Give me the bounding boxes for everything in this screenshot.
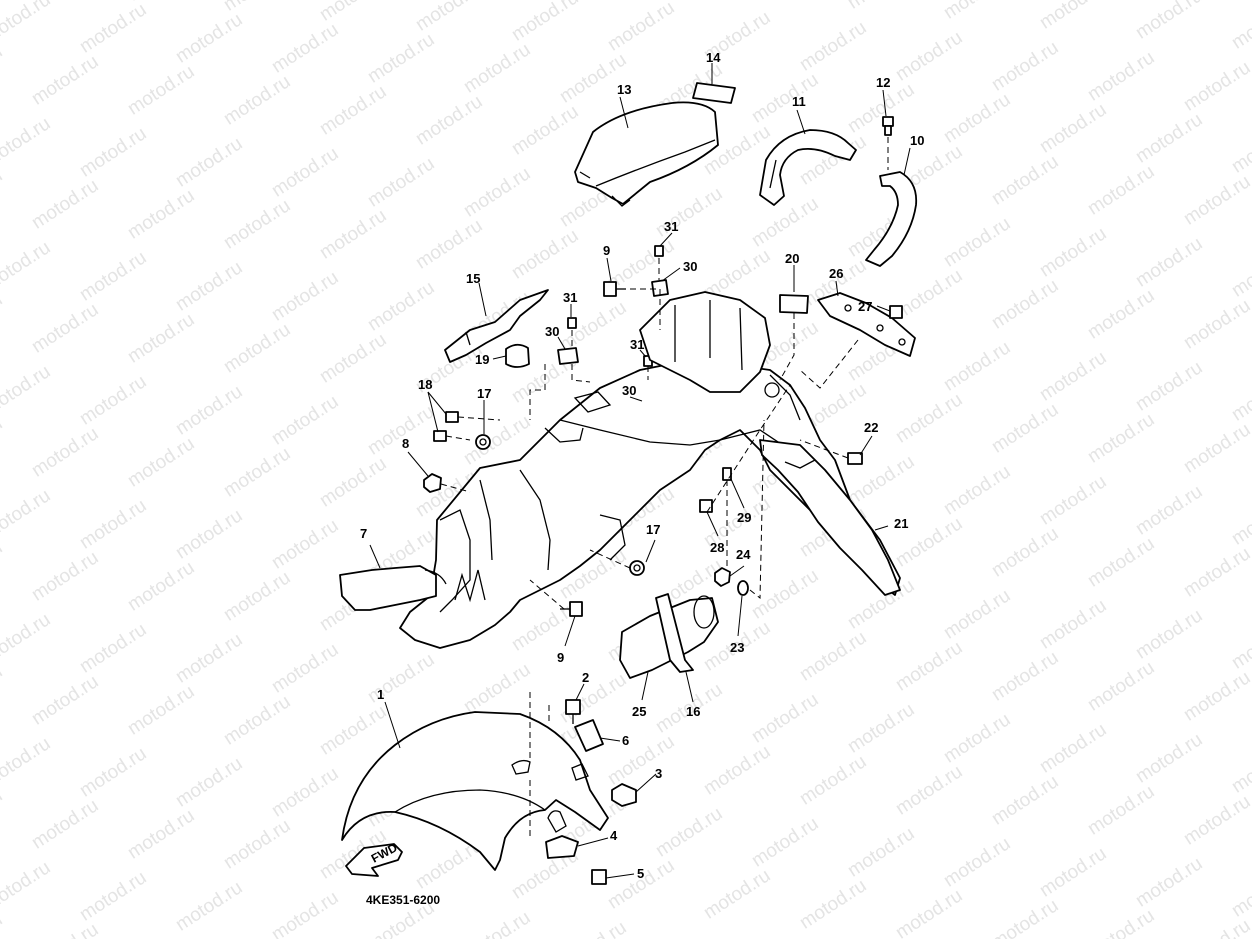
part-21-fender-panel (759, 439, 901, 596)
callout-9-top: 9 (603, 243, 610, 258)
callout-24: 24 (736, 547, 751, 562)
part-5-bolt (591, 869, 607, 885)
leader-lines (369, 63, 911, 879)
part-4-clamp (545, 810, 579, 859)
part-17-grommet-upper (475, 434, 491, 450)
part-8-nut (423, 473, 442, 493)
part-7-mud-flap (339, 565, 447, 611)
callout-9-lower: 9 (557, 650, 564, 665)
callout-labels: 13 14 11 12 10 31 30 9 31 30 15 19 31 30… (360, 50, 924, 907)
callout-2: 2 (582, 670, 589, 685)
callout-26: 26 (829, 266, 843, 281)
callout-13: 13 (617, 82, 631, 97)
part-26-plate (817, 292, 916, 357)
callout-18: 18 (418, 377, 432, 392)
callout-3: 3 (655, 766, 662, 781)
part-27-screw (889, 305, 903, 319)
callout-5: 5 (637, 866, 644, 881)
part-12-bolt (882, 116, 894, 170)
callout-15: 15 (466, 271, 480, 286)
part-24-nut (714, 567, 731, 587)
callout-14: 14 (706, 50, 721, 65)
part-17-grommet-lower (629, 560, 645, 576)
part-13-seat-cover (574, 101, 719, 207)
front-arrow-icon: FWD (345, 840, 403, 877)
callout-17-upper: 17 (477, 386, 491, 401)
callout-30-low: 30 (622, 383, 636, 398)
part-29-bolt (722, 467, 732, 481)
part-1-front-fender (341, 711, 609, 871)
part-9-bolt-upper (603, 281, 626, 297)
callout-31-low: 31 (630, 337, 644, 352)
callout-6: 6 (622, 733, 629, 748)
part-2-bolt (529, 692, 581, 760)
callout-22: 22 (864, 420, 878, 435)
part-14-sticker (692, 82, 736, 104)
callout-16: 16 (686, 704, 700, 719)
callout-7: 7 (360, 526, 367, 541)
part-3-nut (611, 783, 637, 807)
callout-31-mid: 31 (563, 290, 577, 305)
callout-19: 19 (475, 352, 489, 367)
callout-20: 20 (785, 251, 799, 266)
part-15-bracket (444, 289, 549, 363)
callout-11: 11 (792, 94, 806, 109)
part-16-band (655, 593, 694, 673)
callout-25: 25 (632, 704, 646, 719)
part-28-collar (699, 499, 713, 513)
drawing-code: 4KE351-6200 (366, 893, 440, 907)
callout-17-lower: 17 (646, 522, 660, 537)
callout-1: 1 (377, 687, 384, 702)
part-20-pad (779, 294, 809, 314)
part-11-grab-handle (759, 129, 857, 206)
callout-8: 8 (402, 436, 409, 451)
part-10-grab-bar (865, 171, 918, 267)
callout-31-top: 31 (664, 219, 678, 234)
part-9-bolt-lower (560, 601, 583, 617)
assembly-lines (440, 288, 859, 840)
part-6-decal (574, 719, 604, 752)
callout-29: 29 (737, 510, 751, 525)
callout-23: 23 (730, 640, 744, 655)
part-19-clamp (505, 343, 530, 368)
callout-21: 21 (894, 516, 908, 531)
part-22-bolt (847, 452, 863, 465)
callout-30-top: 30 (683, 259, 697, 274)
callout-27: 27 (858, 299, 872, 314)
part-main-inner-fender (399, 291, 901, 649)
callout-10: 10 (910, 133, 924, 148)
part-23-washer (737, 580, 749, 596)
callout-4: 4 (610, 828, 618, 843)
callout-28: 28 (710, 540, 724, 555)
callout-12: 12 (876, 75, 890, 90)
callout-30-mid: 30 (545, 324, 559, 339)
part-18-bolts (433, 411, 459, 442)
